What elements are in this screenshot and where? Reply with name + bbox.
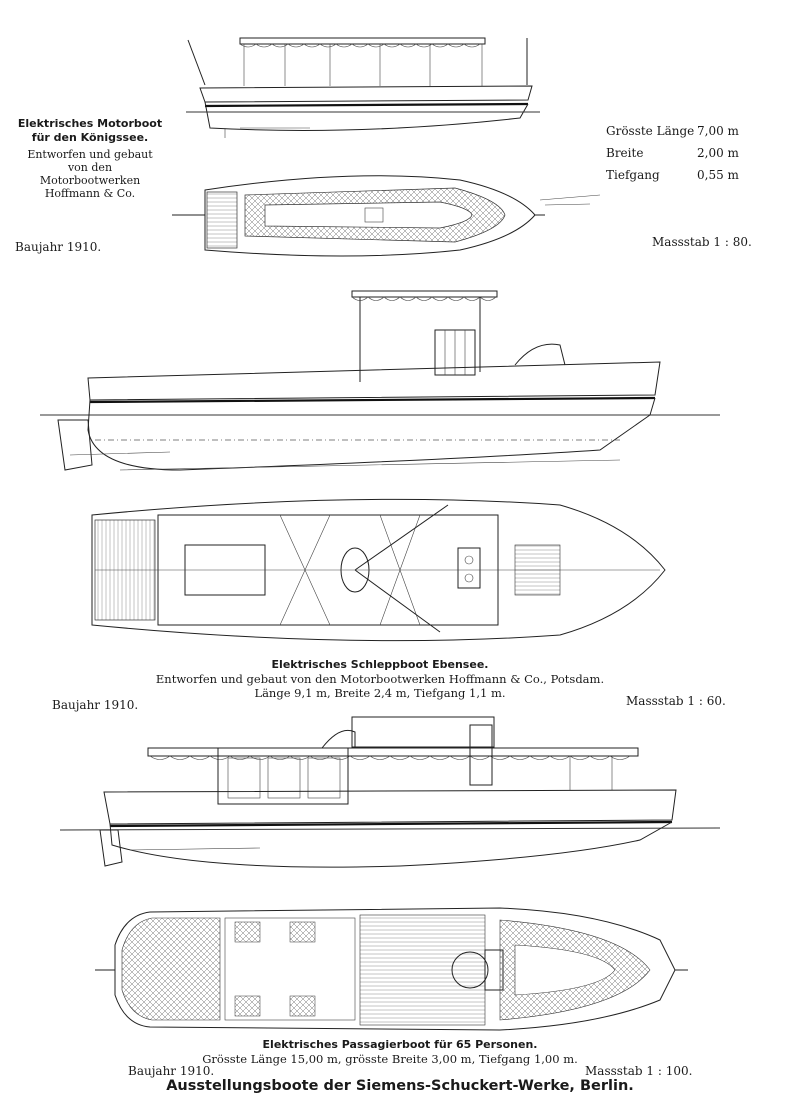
boat2-side-view	[40, 290, 720, 471]
boat1-credit-line3: Motorbootwerken	[39, 174, 141, 187]
boat1-spec-label-width: Breite	[606, 146, 644, 160]
boat1-credit-line2: von den	[67, 161, 113, 174]
boat1-spec-label-length: Grösste Länge	[606, 124, 695, 138]
boat2-scale: Massstab 1 : 60.	[626, 694, 726, 708]
boat1-side-view	[186, 37, 540, 138]
boat2-credit: Entworfen und gebaut von den Motorbootwe…	[155, 672, 605, 686]
boat2-dims: Länge 9,1 m, Breite 2,4 m, Tiefgang 1,1 …	[254, 686, 506, 700]
boat1-title-line1: Elektrisches Motorboot	[17, 117, 163, 130]
boat3-plan-view	[95, 907, 688, 1031]
boat1-spec-value-draft: 0,55 m	[697, 168, 739, 182]
boat1-spec-value-width: 2,00 m	[697, 146, 739, 160]
boat3-scale: Massstab 1 : 100.	[585, 1064, 693, 1078]
boat2-year: Baujahr 1910.	[52, 698, 139, 712]
boat3-dims: Grösste Länge 15,00 m, grösste Breite 3,…	[202, 1052, 578, 1066]
boat1-credit-line1: Entworfen und gebaut	[27, 148, 153, 161]
boat1-title-line2: für den Königssee.	[31, 131, 149, 144]
boat1-scale: Massstab 1 : 80.	[652, 235, 752, 249]
boat3-title: Elektrisches Passagierboot für 65 Person…	[262, 1038, 538, 1051]
boat1-plan-view	[172, 175, 601, 257]
boat1-spec-value-length: 7,00 m	[697, 124, 739, 138]
boat2-plan-view	[91, 498, 666, 642]
boat2-title: Elektrisches Schleppboot Ebensee.	[271, 658, 489, 671]
plate-footer-title: Ausstellungsboote der Siemens-Schuckert-…	[166, 1078, 634, 1094]
boat1-spec-label-draft: Tiefgang	[606, 168, 660, 182]
boat1-credit-line4: Hoffmann & Co.	[44, 187, 136, 200]
boat1-year: Baujahr 1910.	[15, 240, 102, 254]
boat3-side-view	[59, 716, 721, 868]
boat3-year: Baujahr 1910.	[128, 1064, 215, 1078]
